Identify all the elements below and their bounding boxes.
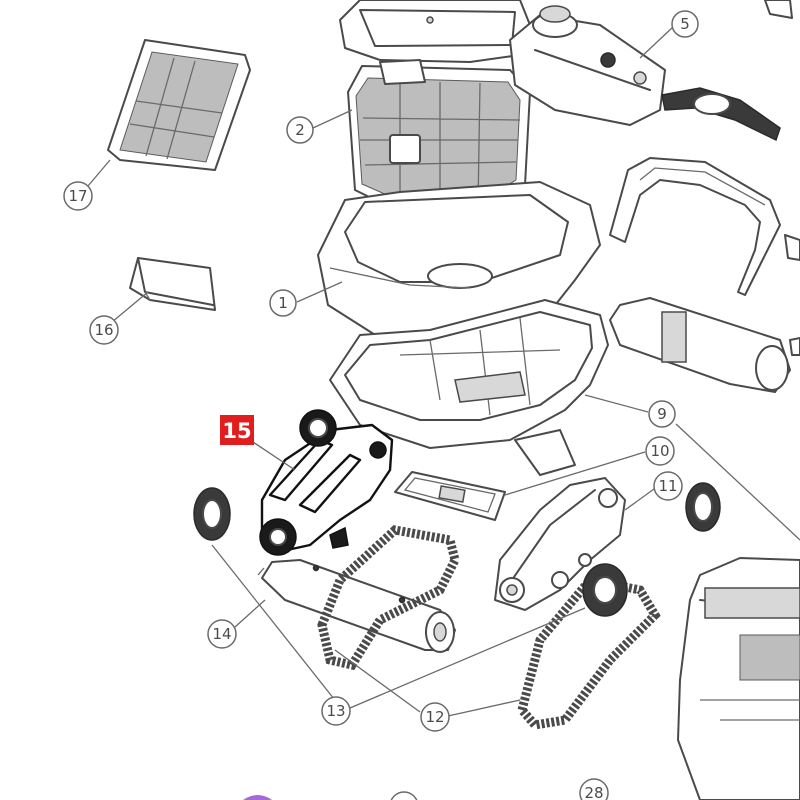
- part-16-wedge[interactable]: [129, 257, 216, 311]
- callout-10-label: 10: [650, 442, 669, 460]
- callout-17-label: 17: [68, 187, 87, 205]
- top-lid: [339, 0, 531, 85]
- leader-lines: [87, 26, 800, 717]
- callout-partial-bottom: [390, 791, 418, 800]
- callout-1[interactable]: 1: [269, 289, 297, 317]
- callout-5-label: 5: [680, 15, 690, 33]
- callout-1-label: 1: [278, 294, 288, 312]
- part-11-side-housing[interactable]: [494, 477, 626, 611]
- callout-12-label: 12: [425, 708, 444, 726]
- callout-11[interactable]: 11: [653, 471, 683, 501]
- callout-28[interactable]: 28: [579, 778, 609, 800]
- roller-upper-right: [609, 297, 800, 393]
- part-17-filter-panel[interactable]: [107, 39, 251, 171]
- callout-12[interactable]: 12: [420, 702, 450, 732]
- track-right: [517, 563, 661, 730]
- bottom-partial-icon: [243, 795, 272, 800]
- track-left: [317, 525, 460, 671]
- callout-14[interactable]: 14: [207, 619, 237, 649]
- wheel-left: [193, 487, 231, 541]
- part-2-filter-basket[interactable]: [347, 65, 531, 219]
- callout-16[interactable]: 16: [89, 315, 119, 345]
- callout-15-highlight[interactable]: 15: [220, 415, 254, 445]
- callout-14-label: 14: [212, 625, 231, 643]
- callout-28-label: 28: [584, 784, 603, 800]
- callout-2[interactable]: 2: [286, 116, 314, 144]
- part-1-outer-cover[interactable]: [317, 181, 601, 343]
- callout-2-label: 2: [295, 121, 305, 139]
- part-10-gasket[interactable]: [394, 471, 506, 521]
- callout-5[interactable]: 5: [671, 10, 699, 38]
- callout-9-label: 9: [657, 405, 667, 423]
- part-15-side-motor-housing[interactable]: [259, 409, 394, 556]
- callout-10[interactable]: 10: [645, 436, 675, 466]
- part-14-roller[interactable]: [257, 559, 456, 653]
- callout-16-label: 16: [94, 321, 113, 339]
- callout-11-label: 11: [658, 477, 677, 495]
- callout-17[interactable]: 17: [63, 181, 93, 211]
- handle: [609, 157, 800, 296]
- callout-9[interactable]: 9: [648, 400, 676, 428]
- wheel-right: [685, 482, 721, 532]
- chassis: [329, 299, 609, 476]
- bracket-top-right: [661, 87, 781, 142]
- callout-13-label: 13: [326, 702, 345, 720]
- part-5-top-module[interactable]: [509, 0, 793, 126]
- body-lower-right: [677, 557, 800, 800]
- callout-15-label: 15: [222, 419, 251, 443]
- callout-13[interactable]: 13: [321, 696, 351, 726]
